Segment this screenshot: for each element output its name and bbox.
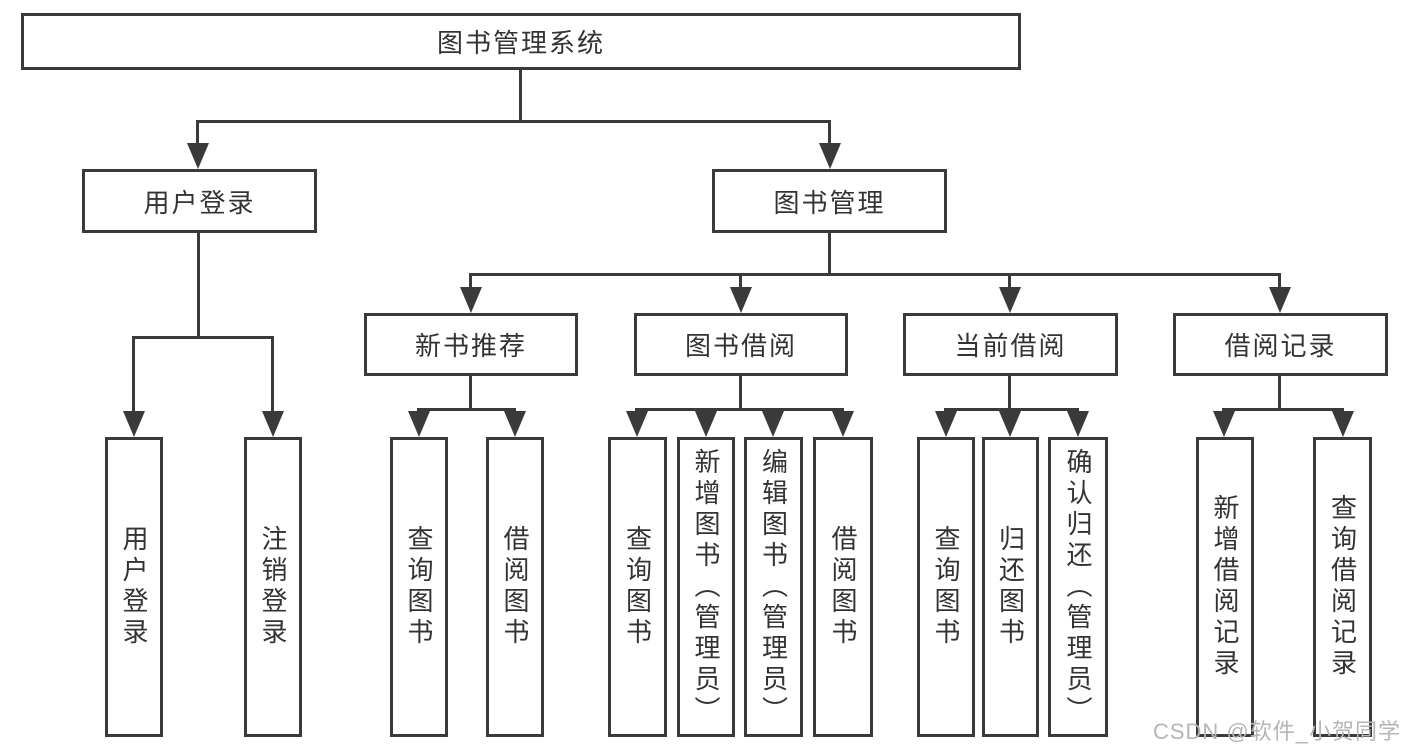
leaf-user-login: 用户登录 (105, 437, 163, 737)
leaf-borrow-books-borrowing: 借阅图书 (813, 437, 873, 737)
arrow-down-leaf12-icon (1213, 411, 1235, 437)
connector-mgmt-group-branch (469, 273, 1281, 276)
node-user-login: 用户登录 (82, 169, 317, 233)
arrow-down-user-login-icon (187, 143, 209, 169)
csdn-watermark: CSDN @软件_小贺同学 (1152, 719, 1401, 744)
connector-borrow-stem (739, 273, 742, 287)
connector-login-group-branch (132, 336, 274, 339)
node-book-management: 图书管理 (712, 169, 947, 233)
connector-login-group-stem (197, 233, 200, 336)
connector-root-branch (197, 120, 831, 123)
connector-records-stem (1278, 273, 1281, 287)
connector-leaf-login-stem (132, 336, 135, 411)
arrow-down-borrow-icon (730, 287, 752, 313)
leaf-query-books-recommend: 查询图书 (390, 437, 448, 737)
node-library-management-system: 图书管理系统 (21, 13, 1021, 70)
node-new-book-recommendation: 新书推荐 (364, 313, 578, 376)
leaf-query-books-current: 查询图书 (917, 437, 975, 737)
connector-borrow-group-stem (739, 376, 742, 408)
connector-user-login-stem (196, 120, 199, 144)
arrow-down-book-mgmt-icon (819, 143, 841, 169)
leaf-edit-books-admin: 编辑图书（管理员） (744, 437, 803, 737)
arrow-down-leaf-login-icon (123, 411, 145, 437)
node-book-borrowing: 图书借阅 (634, 313, 848, 376)
node-borrowing-records: 借阅记录 (1173, 313, 1388, 376)
connector-book-mgmt-stem (828, 120, 831, 144)
connector-mgmt-group-stem (828, 233, 831, 273)
connector-newbook-group-stem (469, 376, 472, 408)
arrow-down-current-icon (999, 287, 1021, 313)
leaf-add-books-admin: 新增图书（管理员） (677, 437, 735, 737)
arrow-down-records-icon (1269, 287, 1291, 313)
arrow-down-leaf3-icon (408, 411, 430, 437)
connector-records-group-stem (1278, 376, 1281, 408)
leaf-query-books-borrowing: 查询图书 (608, 437, 667, 737)
arrow-down-leaf8-icon (832, 411, 854, 437)
arrow-down-leaf4-icon (504, 411, 526, 437)
connector-newbook-group-branch (417, 408, 516, 411)
arrow-down-leaf6-icon (695, 411, 717, 437)
leaf-add-borrow-record: 新增借阅记录 (1196, 437, 1254, 737)
arrow-down-newbook-icon (460, 287, 482, 313)
connector-borrow-group-branch (635, 408, 844, 411)
node-current-borrowing: 当前借阅 (903, 313, 1118, 376)
leaf-confirm-return-admin: 确认归还（管理员） (1048, 437, 1108, 737)
arrow-down-leaf-logout-icon (262, 411, 284, 437)
arrow-down-leaf5-icon (626, 411, 648, 437)
connector-newbook-stem (469, 273, 472, 287)
connector-root-stem (519, 70, 522, 120)
arrow-down-leaf11-icon (1067, 411, 1089, 437)
connector-current-stem (1008, 273, 1011, 287)
connector-records-group-branch (1222, 408, 1344, 411)
leaf-borrow-books-recommend: 借阅图书 (486, 437, 544, 737)
leaf-query-borrow-record: 查询借阅记录 (1313, 437, 1372, 737)
arrow-down-leaf10-icon (999, 411, 1021, 437)
connector-leaf-logout-stem (271, 336, 274, 411)
leaf-logout: 注销登录 (244, 437, 302, 737)
arrow-down-leaf9-icon (935, 411, 957, 437)
arrow-down-leaf7-icon (762, 411, 784, 437)
arrow-down-leaf13-icon (1332, 411, 1354, 437)
leaf-return-books: 归还图书 (982, 437, 1039, 737)
connector-current-group-stem (1008, 376, 1011, 408)
connector-current-group-branch (944, 408, 1079, 411)
